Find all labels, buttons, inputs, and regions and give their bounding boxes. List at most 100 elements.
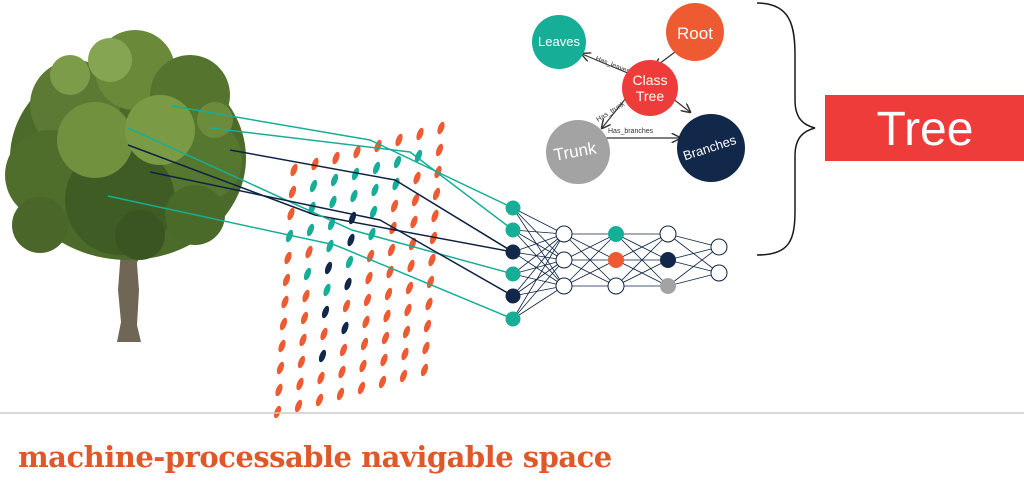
grid-dot	[393, 155, 402, 169]
network-connection	[512, 229, 565, 235]
grid-dot	[431, 209, 439, 223]
hidden-neuron	[660, 278, 676, 294]
network-connection	[512, 233, 565, 275]
grid-dot	[410, 215, 418, 229]
grid-dot	[287, 207, 295, 221]
grid-dot	[369, 205, 378, 219]
mapping-line	[127, 127, 514, 275]
grid-dot	[288, 185, 297, 199]
grid-dot	[275, 383, 283, 397]
grid-dot	[282, 273, 291, 287]
pixel-dot-grid	[273, 121, 445, 419]
network-connection	[512, 207, 565, 287]
node-branches	[677, 114, 745, 182]
neural-network	[505, 200, 728, 327]
grid-dot	[437, 121, 445, 135]
grid-dot	[320, 327, 328, 341]
grid-dot	[404, 303, 412, 317]
hidden-neuron	[607, 277, 625, 295]
network-connection	[563, 259, 617, 287]
network-connection	[667, 246, 720, 287]
grid-dot	[302, 289, 310, 303]
input-neuron	[505, 288, 521, 304]
grid-dot	[321, 305, 330, 319]
grid-dot	[357, 381, 366, 395]
edge-label-has-branches: Has_branches	[608, 128, 654, 135]
grid-dot	[381, 331, 390, 345]
mapping-line	[229, 149, 514, 253]
node-leaves	[532, 15, 586, 69]
network-connection	[615, 259, 669, 287]
network-connection	[563, 233, 617, 261]
grid-dot	[383, 309, 391, 323]
network-connection	[512, 207, 565, 261]
grid-dot	[281, 295, 289, 309]
grid-dot	[411, 193, 420, 207]
node-class-tree	[622, 60, 678, 116]
grid-dot	[368, 227, 376, 241]
grid-dot	[342, 299, 351, 313]
grid-dot	[359, 359, 367, 373]
grid-dot	[353, 145, 361, 159]
mapping-line	[107, 195, 514, 320]
grid-dot	[278, 339, 286, 353]
hidden-neuron	[608, 226, 624, 242]
grid-dot	[326, 239, 334, 253]
grid-dot	[339, 343, 348, 357]
caption: machine-processable navigable space	[18, 440, 612, 474]
edge-label-has-trunk: Has_trunk	[595, 101, 626, 124]
output-neuron	[710, 264, 728, 282]
tree-canopy	[5, 30, 246, 260]
grid-dot	[428, 253, 436, 267]
node-class-tree-label-line1: Class	[632, 72, 667, 88]
tree-trunk	[117, 250, 141, 342]
grid-dot	[309, 179, 318, 193]
grid-dot	[285, 229, 294, 243]
grid-dot	[284, 251, 292, 265]
output-neuron	[710, 238, 728, 256]
grid-dot	[305, 245, 313, 259]
node-root	[666, 3, 724, 61]
grid-dot	[429, 231, 438, 245]
grid-dot	[306, 223, 315, 237]
network-connection	[615, 233, 669, 261]
grid-dot	[423, 319, 432, 333]
grid-dot	[362, 315, 370, 329]
network-connection	[512, 233, 565, 320]
grid-dot	[330, 173, 339, 187]
grid-dot	[273, 405, 282, 419]
grid-dot	[413, 171, 421, 185]
input-neuron	[505, 200, 521, 216]
network-connection	[667, 246, 720, 261]
network-connection	[512, 229, 565, 287]
grid-dot	[290, 163, 298, 177]
grid-dot	[323, 283, 331, 297]
hidden-neuron	[659, 225, 677, 243]
mapping-line	[209, 127, 514, 231]
grid-dot	[347, 233, 355, 247]
grid-dot	[401, 347, 409, 361]
tree-photo	[5, 30, 246, 342]
network-connection	[512, 207, 565, 235]
grid-dot	[315, 393, 324, 407]
mapping-lines	[107, 105, 514, 320]
network-connection	[512, 229, 565, 261]
network-connection	[615, 233, 669, 287]
mapping-line	[171, 105, 514, 209]
network-connection	[512, 233, 565, 297]
node-root-label: Root	[677, 24, 713, 43]
hidden-neuron	[555, 225, 573, 243]
grid-dot	[296, 377, 304, 391]
grid-dot	[324, 261, 333, 275]
grid-dot	[395, 133, 403, 147]
hidden-neuron	[660, 252, 676, 268]
grid-dot	[329, 195, 337, 209]
grid-dot	[276, 361, 285, 375]
grid-dot	[365, 271, 373, 285]
node-leaves-label: Leaves	[538, 34, 580, 49]
grid-dot	[402, 325, 411, 339]
grid-dot	[332, 151, 340, 165]
hidden-neuron	[555, 277, 573, 295]
grid-dot	[311, 157, 319, 171]
